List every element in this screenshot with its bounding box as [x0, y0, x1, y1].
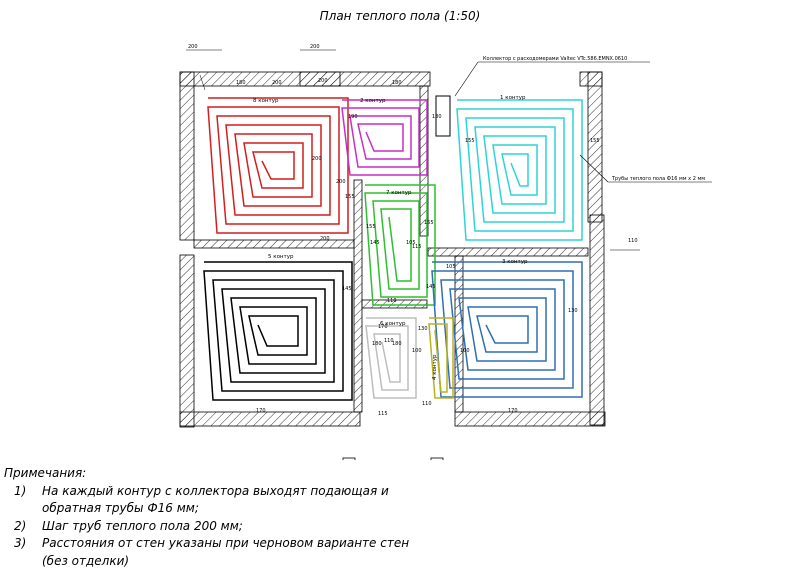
- section-marker-2: [431, 458, 443, 460]
- dimension-label: 110: [387, 298, 397, 304]
- note-1-line-1: На каждый контур с коллектора выходят по…: [42, 483, 409, 501]
- dimension-label: 180: [392, 80, 402, 86]
- contour-5-label: 5 контур: [268, 254, 294, 260]
- dimension-label: 170: [256, 408, 266, 414]
- pipe-c5: [204, 262, 352, 400]
- wall-inner-4: [428, 248, 588, 256]
- note-2: 2) Шаг труб теплого пола 200 мм;: [4, 518, 409, 536]
- pipes-callout: Трубы теплого пола Ф16 мм x 2 мм: [611, 176, 705, 182]
- wall-inner-1: [194, 240, 354, 248]
- dimension-label: 190: [348, 114, 358, 120]
- note-2-number: 2): [14, 518, 26, 536]
- section-markers: [343, 458, 443, 460]
- dimension-label: 145: [370, 240, 380, 246]
- wall-bottom-right: [455, 412, 605, 426]
- dimension-label: 200: [336, 179, 346, 185]
- dimension-label: 130: [568, 308, 578, 314]
- wall-left-lower: [180, 255, 194, 427]
- dimension-label: 110: [422, 401, 432, 407]
- pipe-c6: [366, 318, 416, 398]
- section-marker-1: [343, 458, 355, 460]
- wall-inner-2: [354, 180, 362, 412]
- wall-left-upper: [180, 72, 194, 240]
- pipe-c1: [457, 100, 582, 240]
- note-3-line-2: (без отделки): [42, 553, 409, 570]
- collector-callout: Коллектор с расходомерами Valtec VTc.586…: [483, 56, 627, 62]
- floor-plan: 1 контур 2 контур 3 контур 4 контур 5 ко…: [0, 0, 800, 460]
- dimension-label: 155: [366, 224, 376, 230]
- note-2-line-1: Шаг труб теплого пола 200 мм;: [42, 518, 409, 536]
- wall-right-lower: [590, 215, 604, 425]
- dimension-label: 200: [188, 44, 198, 50]
- dimension-label: 145: [426, 284, 436, 290]
- note-1-line-2: обратная трубы Ф16 мм;: [42, 500, 409, 518]
- pipe-c3: [432, 262, 582, 397]
- pipe-c2: [342, 100, 427, 175]
- dimension-label: 200: [310, 44, 320, 50]
- dimension-label: 100: [460, 348, 470, 354]
- contour-2-label: 2 контур: [360, 98, 386, 104]
- contour-4-label: 4 контур: [432, 354, 438, 380]
- note-3-number: 3): [14, 535, 26, 553]
- dimension-label: 200: [272, 80, 282, 86]
- dimension-label: 200: [312, 156, 322, 162]
- contour-1-label: 1 контур: [500, 95, 526, 101]
- contour-8-label: 8 контур: [253, 98, 279, 104]
- dimension-label: 145: [342, 286, 352, 292]
- dimension-label: 155: [424, 220, 434, 226]
- contour-3-label: 3 контур: [502, 259, 528, 265]
- dimension-label: 170: [378, 324, 388, 330]
- dimension-label: 200: [320, 236, 330, 242]
- dimension-label: 100: [412, 348, 422, 354]
- wall-bottom-left: [180, 412, 360, 426]
- dimension-label: 180: [432, 114, 442, 120]
- dimension-label: 180: [372, 341, 382, 347]
- dimension-label: 200: [318, 78, 328, 84]
- pipe-c8: [208, 98, 348, 233]
- contour-7-label: 7 контур: [386, 190, 412, 196]
- notes: Примечания: 1) На каждый контур с коллек…: [4, 465, 409, 570]
- dimension-label: 130: [418, 326, 428, 332]
- dimension-label: 155: [465, 138, 475, 144]
- dimension-label: 155: [590, 138, 600, 144]
- notes-header: Примечания:: [4, 465, 409, 483]
- note-1: 1) На каждый контур с коллектора выходят…: [4, 483, 409, 518]
- dimension-label: 155: [345, 194, 355, 200]
- dimension-label: 180: [392, 341, 402, 347]
- dimension-label: 180: [236, 80, 246, 86]
- dimension-label: 115: [412, 244, 422, 250]
- dimension-label: 170: [508, 408, 518, 414]
- dimension-label: 105: [446, 264, 456, 270]
- dimension-label: 115: [378, 411, 388, 417]
- wall-right: [588, 72, 602, 222]
- note-3-line-1: Расстояния от стен указаны при черновом …: [42, 535, 409, 553]
- dimension-label: 110: [628, 238, 638, 244]
- note-1-number: 1): [14, 483, 26, 501]
